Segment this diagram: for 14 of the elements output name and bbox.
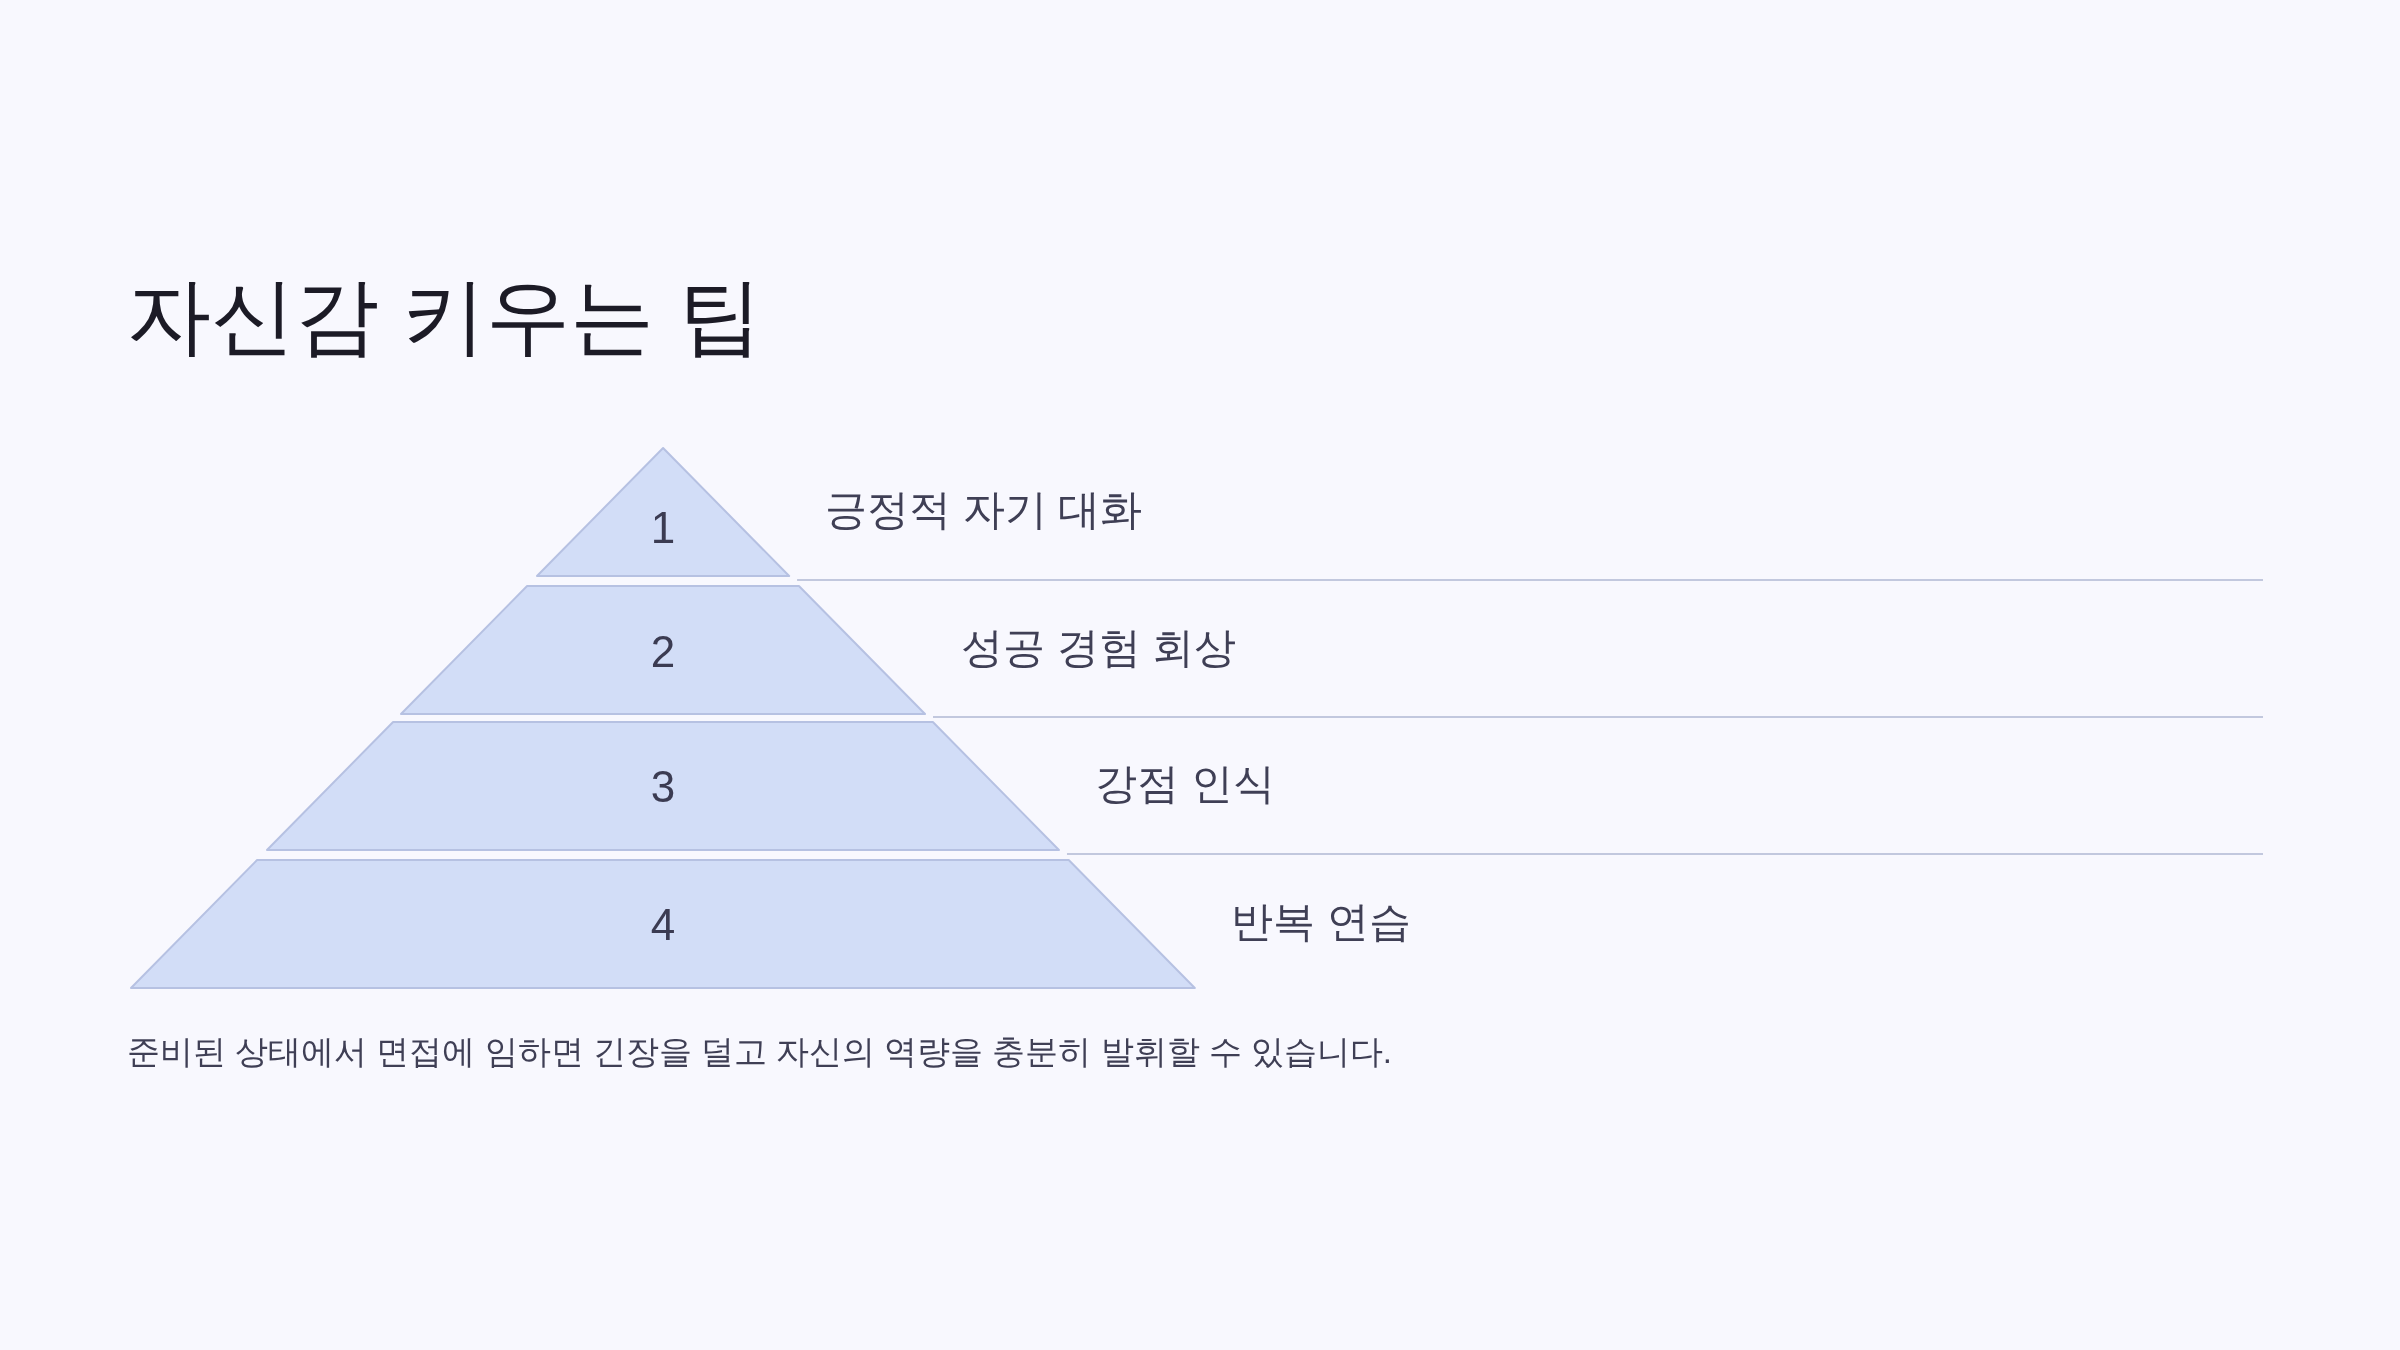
tier-number: 1: [650, 501, 676, 554]
pyramid-tier: [401, 586, 925, 714]
tier-label: 성공 경험 회상: [961, 622, 1237, 673]
tier-label: 반복 연습: [1230, 896, 1411, 947]
tier-number: 4: [650, 898, 676, 951]
caption: 준비된 상태에서 면접에 임하면 긴장을 덜고 자신의 역량을 충분히 발휘할 수 있습니다.: [127, 1032, 1393, 1072]
tier-number: 2: [650, 625, 676, 678]
title: 자신감 키우는 팁: [127, 268, 762, 365]
tier-number: 3: [650, 760, 676, 813]
pyramid-tier: [267, 722, 1059, 850]
pyramid-tier: [536, 448, 790, 576]
tier-label: 강점 인식: [1094, 758, 1275, 809]
tier-label: 긍정적 자기 대화: [825, 484, 1143, 535]
pyramid-tier: [131, 860, 1195, 988]
